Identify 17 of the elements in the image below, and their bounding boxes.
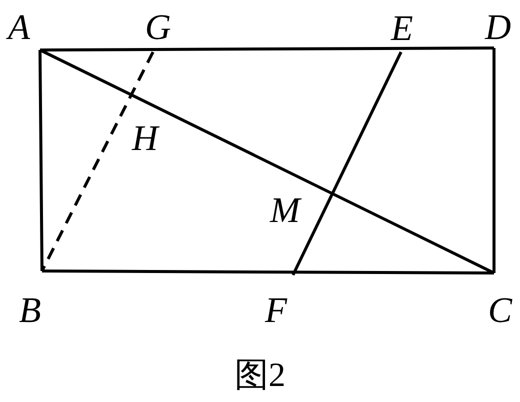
line-segment [40, 46, 494, 52]
point-label: F [265, 292, 287, 328]
point-label: H [132, 120, 158, 156]
line-segment [39, 48, 495, 274]
point-label: A [8, 9, 30, 45]
point-label: E [391, 10, 413, 46]
line-segment [38, 50, 44, 272]
line-segment [292, 51, 402, 276]
point-label: G [145, 9, 171, 45]
point-label: M [270, 192, 300, 228]
figure-caption: 图2 [234, 359, 286, 393]
point-label: D [485, 9, 511, 45]
point-label: B [19, 292, 41, 328]
point-label: C [488, 292, 512, 328]
line-segment [492, 48, 496, 273]
line-segment [42, 270, 494, 274]
dashed-line-segment [40, 51, 154, 272]
